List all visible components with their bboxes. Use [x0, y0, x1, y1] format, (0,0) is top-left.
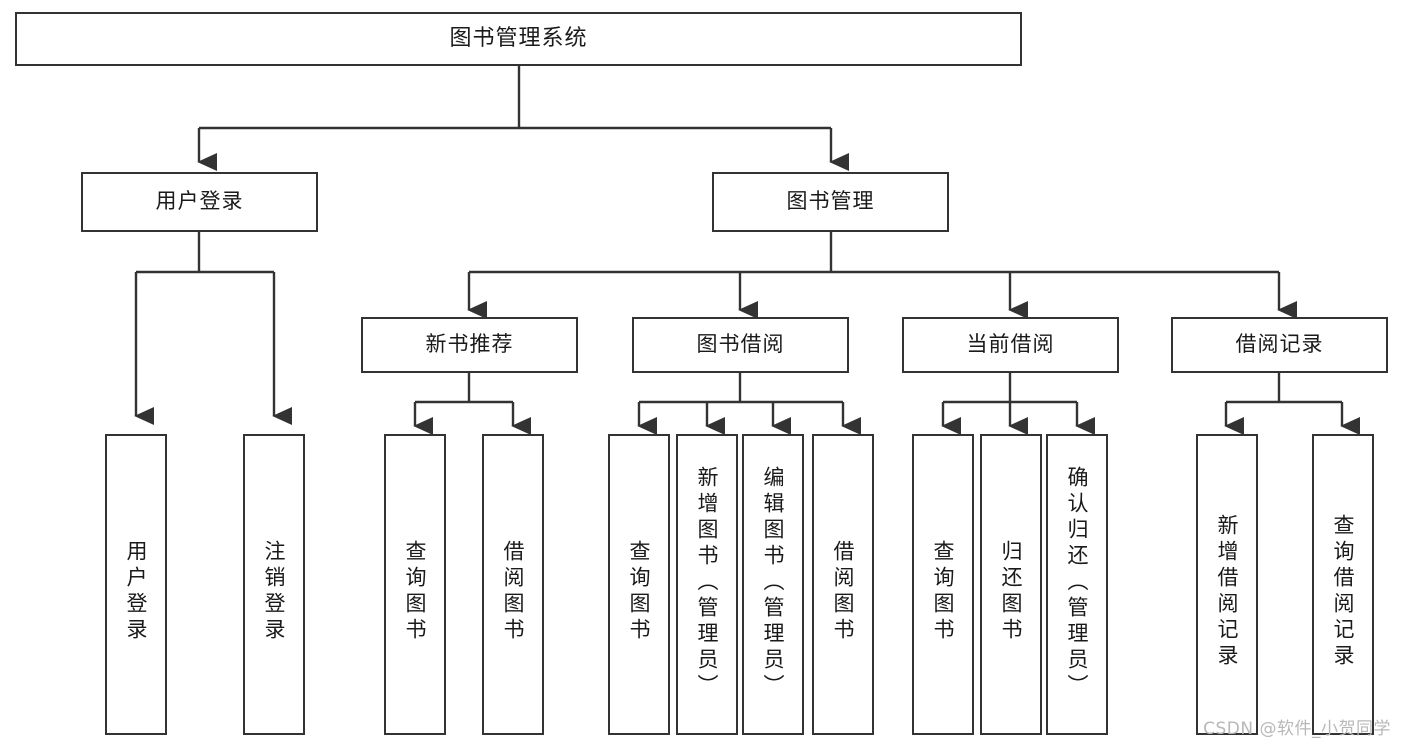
node-leaf-borrow-book-2[interactable]: 借阅图书: [812, 434, 874, 735]
leaf-query-book-3-inner: 查询图书: [914, 450, 972, 733]
node-leaf-return-book[interactable]: 归还图书: [980, 434, 1042, 735]
node-leaf-add-book[interactable]: 新增图书（管理员）: [676, 434, 738, 735]
leaf-logout-inner: 注销登录: [245, 450, 303, 733]
node-new-book-recommend[interactable]: 新书推荐: [361, 317, 578, 373]
leaf-add-book-inner: 新增图书（管理员）: [678, 450, 736, 733]
leaf-query-book-2-inner: 查询图书: [610, 450, 668, 733]
node-leaf-query-book-1[interactable]: 查询图书: [384, 434, 446, 735]
leaf-borrow-book-1-inner: 借阅图书: [484, 450, 542, 733]
node-borrow-record-label: 借阅记录: [1235, 332, 1324, 357]
node-leaf-add-record-label: 新增借阅记录: [1215, 513, 1240, 670]
node-leaf-query-book-3[interactable]: 查询图书: [912, 434, 974, 735]
node-leaf-borrow-book-1[interactable]: 借阅图书: [482, 434, 544, 735]
node-user-login[interactable]: 用户登录: [81, 172, 318, 232]
node-leaf-borrow-book-1-label: 借阅图书: [501, 539, 526, 644]
leaf-add-record-inner: 新增借阅记录: [1198, 450, 1256, 733]
node-leaf-user-login[interactable]: 用户登录: [105, 434, 167, 735]
node-new-book-recommend-label: 新书推荐: [425, 332, 514, 357]
node-leaf-borrow-book-2-label: 借阅图书: [831, 539, 856, 644]
node-leaf-query-record[interactable]: 查询借阅记录: [1312, 434, 1374, 735]
node-leaf-query-book-2-label: 查询图书: [627, 539, 652, 644]
node-book-manage[interactable]: 图书管理: [712, 172, 949, 232]
node-root-label: 图书管理系统: [449, 25, 588, 51]
node-borrow-record[interactable]: 借阅记录: [1171, 317, 1388, 373]
leaf-confirm-return-inner: 确认归还（管理员）: [1048, 450, 1106, 733]
node-book-borrow-label: 图书借阅: [696, 332, 785, 357]
leaf-borrow-book-2-inner: 借阅图书: [814, 450, 872, 733]
node-leaf-confirm-return-label: 确认归还（管理员）: [1065, 466, 1090, 700]
node-leaf-query-record-label: 查询借阅记录: [1331, 513, 1356, 670]
node-leaf-confirm-return[interactable]: 确认归还（管理员）: [1046, 434, 1108, 735]
node-current-borrow-label: 当前借阅: [966, 332, 1055, 357]
node-current-borrow[interactable]: 当前借阅: [902, 317, 1119, 373]
node-leaf-logout[interactable]: 注销登录: [243, 434, 305, 735]
node-leaf-user-login-label: 用户登录: [124, 539, 149, 644]
node-leaf-add-book-label: 新增图书（管理员）: [695, 466, 720, 700]
leaf-user-login-inner: 用户登录: [107, 450, 165, 733]
node-book-manage-label: 图书管理: [786, 189, 875, 214]
node-user-login-label: 用户登录: [155, 189, 244, 214]
node-leaf-query-book-2[interactable]: 查询图书: [608, 434, 670, 735]
leaf-return-book-inner: 归还图书: [982, 450, 1040, 733]
node-leaf-query-book-1-label: 查询图书: [403, 539, 428, 644]
node-leaf-query-book-3-label: 查询图书: [931, 539, 956, 644]
leaf-edit-book-inner: 编辑图书（管理员）: [744, 450, 802, 733]
node-leaf-return-book-label: 归还图书: [999, 539, 1024, 644]
node-leaf-edit-book[interactable]: 编辑图书（管理员）: [742, 434, 804, 735]
node-root[interactable]: 图书管理系统: [15, 12, 1022, 66]
leaf-query-book-1-inner: 查询图书: [386, 450, 444, 733]
leaf-query-record-inner: 查询借阅记录: [1314, 450, 1372, 733]
node-leaf-add-record[interactable]: 新增借阅记录: [1196, 434, 1258, 735]
node-book-borrow[interactable]: 图书借阅: [632, 317, 849, 373]
node-leaf-logout-label: 注销登录: [262, 539, 287, 644]
csdn-watermark: CSDN @软件_小贺同学: [1203, 719, 1391, 739]
node-leaf-edit-book-label: 编辑图书（管理员）: [761, 466, 786, 700]
